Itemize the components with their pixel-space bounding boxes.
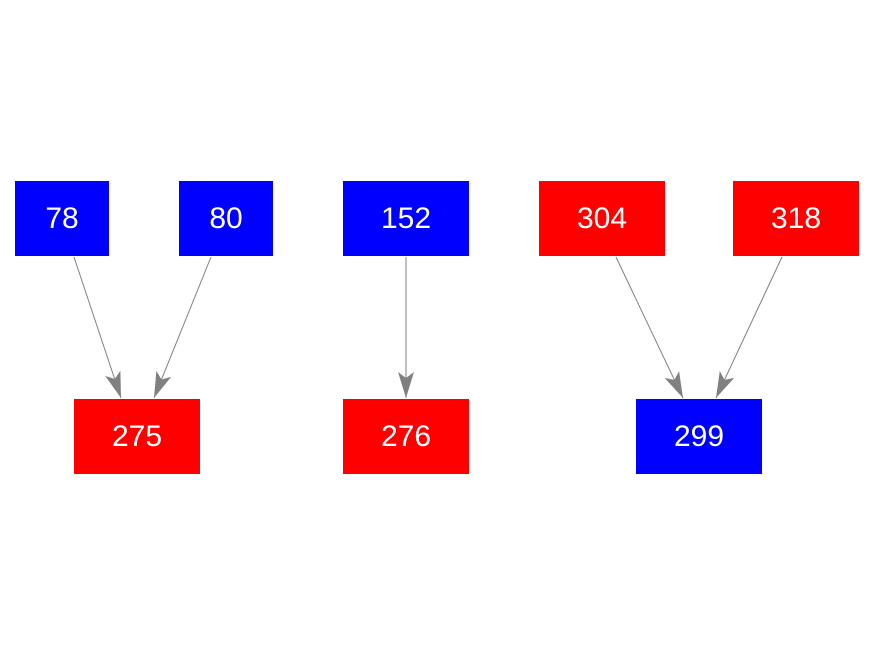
node-299-label: 299	[673, 419, 725, 453]
node-78: 78	[15, 181, 109, 256]
node-275: 275	[74, 399, 200, 474]
node-276: 276	[343, 399, 469, 474]
edge-318-299	[715, 256, 783, 399]
node-304-label: 304	[576, 201, 628, 235]
edge-78-275	[73, 256, 122, 399]
edge-80-275	[153, 256, 212, 399]
node-299: 299	[636, 399, 762, 474]
node-318-label: 318	[770, 201, 822, 235]
edge-304-299	[615, 256, 684, 399]
node-152: 152	[343, 181, 469, 256]
node-152-label: 152	[380, 201, 432, 235]
node-80: 80	[179, 181, 273, 256]
node-78-label: 78	[45, 201, 79, 235]
node-276-label: 276	[380, 419, 432, 453]
node-318: 318	[733, 181, 859, 256]
node-275-label: 275	[111, 419, 163, 453]
node-80-label: 80	[209, 201, 243, 235]
node-304: 304	[539, 181, 665, 256]
